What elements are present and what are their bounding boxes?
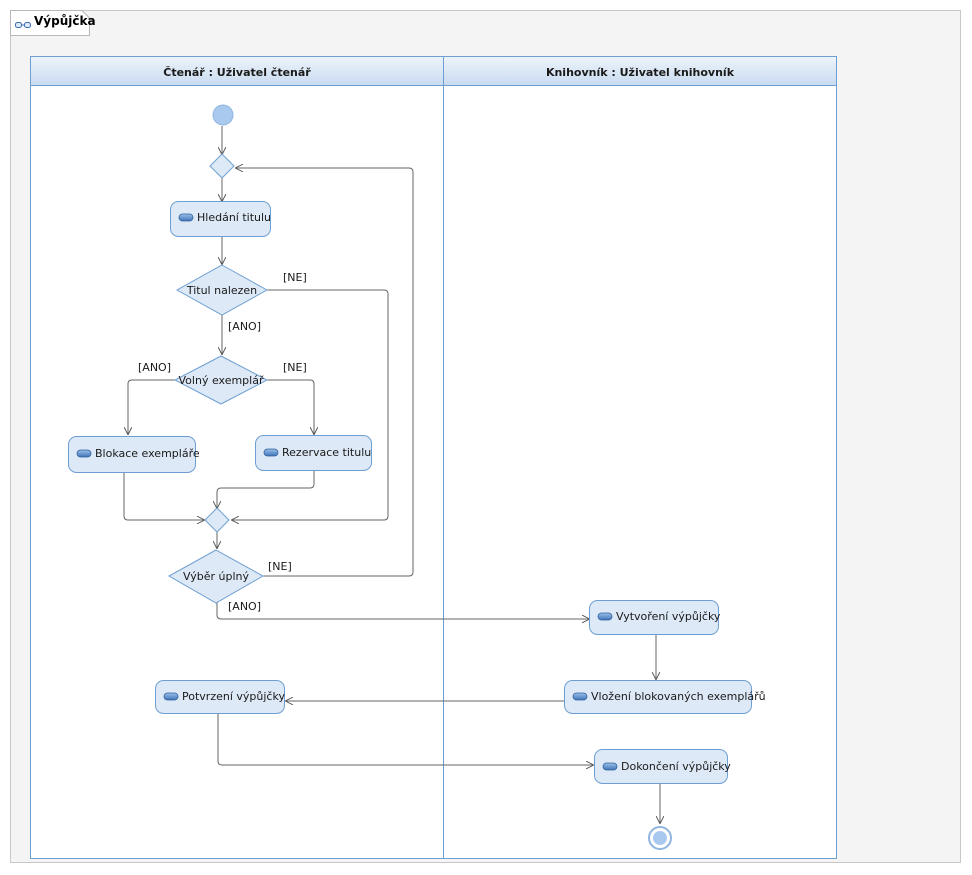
guard-vyber-ne: [NE] [268, 560, 292, 573]
action-label: Dokončení výpůjčky [621, 760, 731, 773]
decision-titul-label: Titul nalezen [186, 284, 257, 297]
initial-node[interactable] [212, 104, 234, 126]
action-icon [572, 692, 588, 701]
flow-potvrzeni-to-dokonceni[interactable] [217, 714, 593, 765]
swimlane-knihovnik[interactable]: Knihovník : Uživatel knihovník [443, 56, 837, 859]
merge-node-bottom[interactable] [204, 507, 230, 533]
control-flows [123, 126, 660, 823]
action-label: Hledání titulu [197, 211, 271, 224]
action-label: Blokace exempláře [95, 447, 200, 460]
action-potvrzeni-vypujcky[interactable]: Potvrzení výpůjčky [155, 680, 286, 714]
action-label: Vytvoření výpůjčky [616, 610, 721, 623]
action-rezervace-titulu[interactable]: Rezervace titulu [255, 435, 372, 471]
action-icon [602, 762, 618, 771]
action-label: Vložení blokovaných exemplářů [591, 690, 766, 703]
swimlane-knihovnik-label: Knihovník : Uživatel knihovník [546, 66, 735, 79]
action-hledani-titulu[interactable]: Hledání titulu [170, 201, 272, 237]
action-label: Rezervace titulu [282, 446, 371, 459]
guard-vyber-ano: [ANO] [228, 600, 261, 613]
diagram-tab[interactable]: Výpůjčka [10, 10, 96, 36]
flow-vyber-ne[interactable] [236, 168, 414, 577]
action-icon [76, 449, 92, 458]
decision-volny-exemplar[interactable]: Volný exemplář [173, 355, 269, 405]
activity-diagram-icon [15, 16, 31, 35]
flow-volny-ano[interactable] [128, 379, 176, 434]
action-blokace-exemplare[interactable]: Blokace exempláře [68, 436, 200, 473]
flow-titul-ne[interactable] [232, 289, 389, 520]
swimlane-ctenar-label: Čtenář : Uživatel čtenář [163, 66, 311, 79]
action-vlozeni-blokovanych-exemplaru[interactable]: Vložení blokovaných exemplářů [564, 680, 766, 714]
guard-volny-ano: [ANO] [138, 361, 171, 374]
decision-vyber-label: Výběr úplný [183, 570, 249, 583]
action-label: Potvrzení výpůjčky [182, 690, 285, 703]
final-node[interactable] [648, 826, 672, 850]
flow-blokace-to-merge[interactable] [123, 472, 204, 520]
action-icon [163, 692, 179, 701]
merge-node-top[interactable] [209, 153, 235, 179]
action-dokonceni-vypujcky[interactable]: Dokončení výpůjčky [594, 749, 732, 784]
flow-volny-ne[interactable] [266, 379, 314, 434]
guard-titul-ano: [ANO] [228, 320, 261, 333]
action-icon [597, 612, 613, 621]
guard-titul-ne: [NE] [283, 271, 307, 284]
diagram-title: Výpůjčka [34, 14, 96, 28]
action-icon [263, 448, 279, 457]
flow-vyber-ano[interactable] [216, 603, 589, 619]
decision-volny-label: Volný exemplář [179, 374, 264, 387]
action-vytvoreni-vypujcky[interactable]: Vytvoření výpůjčky [589, 600, 721, 635]
decision-vyber-uplny[interactable]: Výběr úplný [167, 549, 265, 604]
decision-titul-nalezen[interactable]: Titul nalezen [175, 264, 269, 316]
flow-rezervace-to-merge[interactable] [217, 470, 315, 508]
action-icon [178, 213, 194, 222]
guard-volny-ne: [NE] [283, 361, 307, 374]
